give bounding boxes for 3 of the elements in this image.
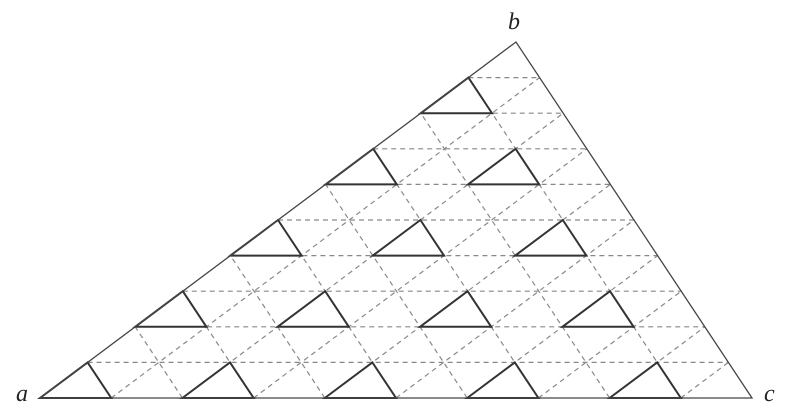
vertex-label: b: [508, 8, 520, 36]
vertex-label: a: [16, 380, 28, 408]
vertex-label: c: [764, 380, 775, 408]
